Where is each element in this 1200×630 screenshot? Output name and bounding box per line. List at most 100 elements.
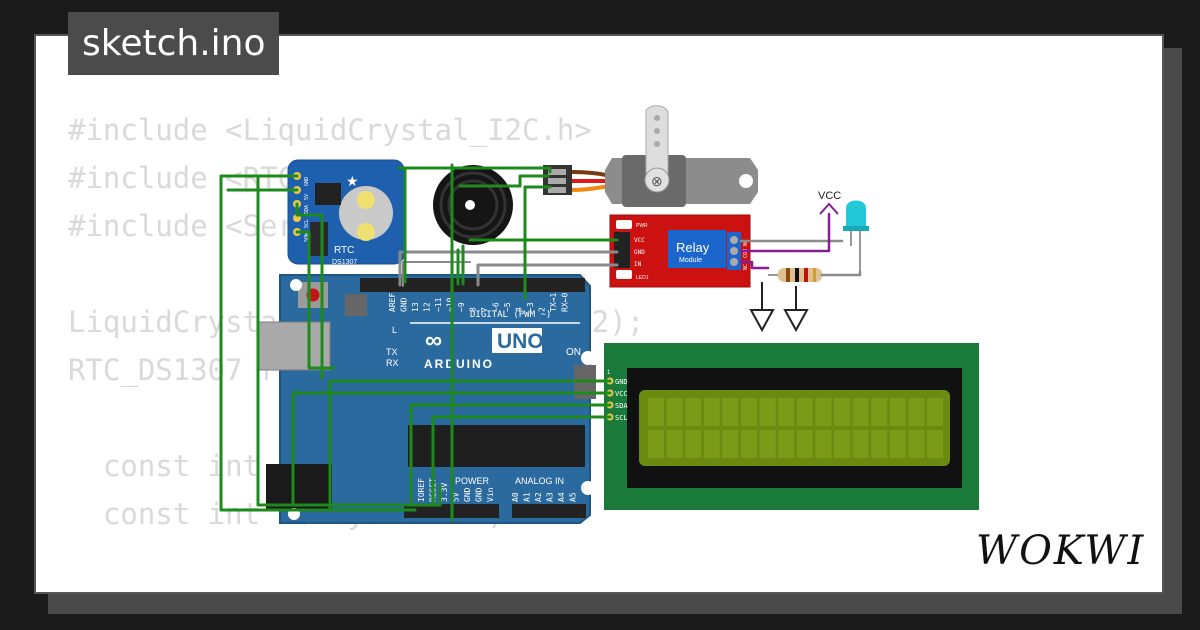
relay-pin-label: VCC xyxy=(634,237,645,244)
relay-contact-label: NC xyxy=(743,264,749,270)
digital-pin-label: TX→1 xyxy=(549,293,558,312)
lcd-pin-label: SCL xyxy=(615,414,628,422)
uno-label: UNO xyxy=(497,330,544,353)
coin-battery xyxy=(339,186,393,240)
rtc-pin-label: SQW xyxy=(304,232,310,242)
lcd-pin-label: GND xyxy=(615,378,628,386)
lcd-pin-label: SDA xyxy=(615,402,628,410)
lcd-char-cell xyxy=(648,398,664,426)
code-line: #include <LiquidCrystal_I2C.h> xyxy=(68,113,592,147)
lcd-char-cell xyxy=(815,398,832,426)
relay-pwr-label: PWR xyxy=(636,223,648,229)
lcd-char-cell xyxy=(871,398,888,426)
atmega-chip xyxy=(408,425,585,467)
digital-pin-label: 7 xyxy=(480,307,489,312)
lcd-char-cell xyxy=(908,430,925,458)
power-pin-label: IOREF xyxy=(417,478,426,502)
lcd-char-cell xyxy=(796,398,813,426)
analog-pin-label: A0 xyxy=(511,492,520,502)
arduino-uno-board[interactable]: DIGITAL (PWM ~) ∞ ARDUINO UNO ON L TX RX… xyxy=(257,274,596,524)
servo-screw-icon: ⊗ xyxy=(651,173,663,189)
arduino-infinity-logo: ∞ xyxy=(425,327,442,354)
digital-pin-label: 13 xyxy=(411,302,420,312)
rtc-pin-label: SCL xyxy=(304,219,310,228)
rtc-chip-label: DS1307 xyxy=(332,259,357,266)
servo-motor[interactable]: ⊗ xyxy=(543,105,758,207)
digital-pin-label: 12 xyxy=(423,302,432,312)
relay-contact-label: NO xyxy=(743,240,749,246)
lcd-char-cell xyxy=(796,430,813,458)
lcd-char-cell xyxy=(889,430,906,458)
analog-pin-label: A1 xyxy=(523,492,532,502)
analog-pin-label: A2 xyxy=(534,492,543,502)
digital-pin-label: GND xyxy=(400,297,409,312)
tx-led-label: TX xyxy=(386,347,398,357)
lcd-char-cell xyxy=(778,430,795,458)
analog-pin-label: A5 xyxy=(569,492,578,502)
lcd-char-cell xyxy=(852,398,869,426)
lcd-char-cell xyxy=(927,398,943,426)
led-cyan[interactable] xyxy=(843,200,869,273)
analog-header xyxy=(512,504,586,518)
lcd-pin-label: VCC xyxy=(615,390,628,398)
buzzer[interactable] xyxy=(433,165,513,245)
digital-pin-label: RX←0 xyxy=(561,293,570,312)
rtc-pin-label: 5V xyxy=(304,194,310,200)
digital-pin-label: 8 xyxy=(469,307,478,312)
relay-contact-labels: NC COM NO xyxy=(743,240,749,270)
lcd-char-cell xyxy=(871,430,888,458)
digital-pin-label: ~5 xyxy=(503,302,512,312)
rtc-pin-label: SDA xyxy=(304,205,310,214)
digital-pin-label: AREF xyxy=(388,293,397,312)
relay-block xyxy=(668,230,726,268)
rx-led-label: RX xyxy=(386,358,399,368)
relay-contact-label: COM xyxy=(743,249,749,258)
relay-led-label: LED1 xyxy=(636,275,649,281)
lcd-char-grid xyxy=(648,398,943,458)
lcd-char-cell xyxy=(741,398,757,426)
analog-pin-label: A3 xyxy=(546,492,555,502)
icsp-header xyxy=(345,294,367,316)
lcd-char-cell xyxy=(648,430,664,458)
lcd-char-cell xyxy=(703,398,720,426)
analog-pin-label: A4 xyxy=(557,492,566,502)
vcc-symbol: VCC xyxy=(818,190,841,215)
relay-pin-header xyxy=(614,232,630,268)
lcd-char-cell xyxy=(852,430,869,458)
usb-port xyxy=(257,321,331,371)
relay-pin-label: IN xyxy=(634,261,642,268)
lcd-char-cell xyxy=(778,398,795,426)
relay-subtitle: Module xyxy=(679,257,702,264)
l-led-label: L xyxy=(392,325,397,335)
lcd-char-cell xyxy=(759,430,776,458)
lcd-char-cell xyxy=(834,430,850,458)
lcd-char-cell xyxy=(927,430,943,458)
lcd-char-cell xyxy=(722,398,739,426)
digital-header xyxy=(360,278,585,292)
relay-title: Relay xyxy=(676,240,710,255)
wokwi-logo: WOKWI xyxy=(976,528,1146,574)
lcd-pin-labels: GND VCC SDA SCL xyxy=(615,378,628,422)
lcd-char-cell xyxy=(685,398,702,426)
lcd-1602-i2c[interactable]: 1 GND VCC SDA SCL xyxy=(604,343,979,510)
digital-pin-label: 2 xyxy=(538,307,547,312)
resistor[interactable] xyxy=(768,268,822,282)
power-pin-label: 5V xyxy=(452,492,461,502)
file-tab-label: sketch.ino xyxy=(82,23,266,64)
lcd-char-cell xyxy=(685,430,702,458)
lcd-char-cell xyxy=(703,430,720,458)
lcd-char-cell xyxy=(741,430,757,458)
lcd-char-cell xyxy=(834,398,850,426)
lcd-char-cell xyxy=(908,398,925,426)
file-tab[interactable]: sketch.ino xyxy=(68,12,280,75)
lcd-char-cell xyxy=(815,430,832,458)
lcd-pin-index: 1 xyxy=(607,370,611,376)
lcd-char-cell xyxy=(759,398,776,426)
